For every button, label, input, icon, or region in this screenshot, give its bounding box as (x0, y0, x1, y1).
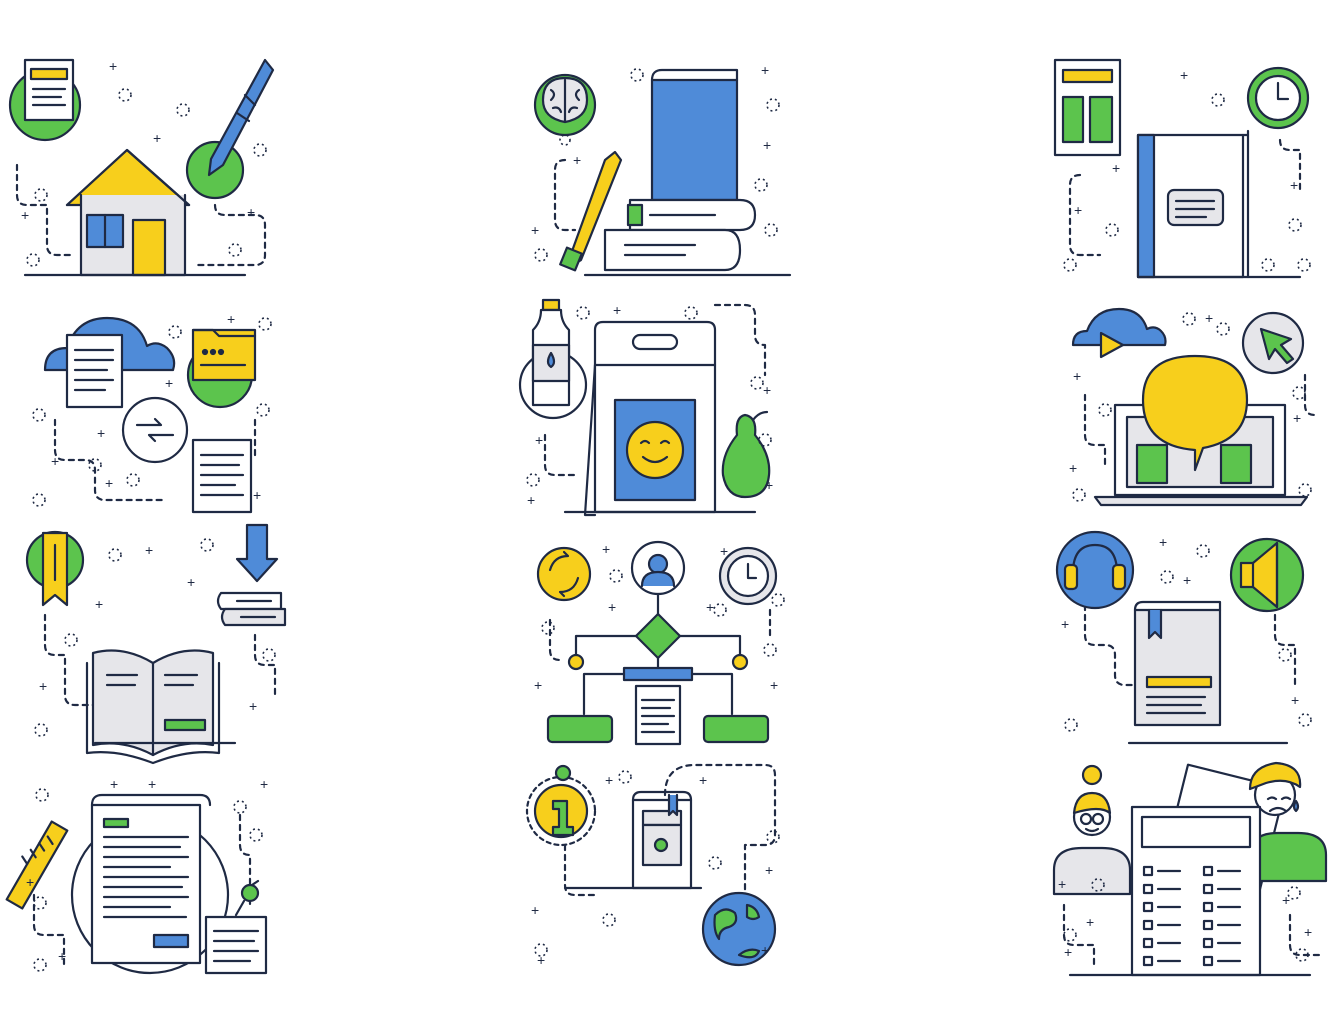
svg-text:+: + (109, 58, 117, 74)
svg-text:+: + (249, 698, 257, 714)
svg-text:+: + (1180, 67, 1188, 83)
svg-text:+: + (1064, 944, 1072, 960)
svg-text:+: + (260, 776, 268, 792)
svg-text:+: + (1061, 616, 1069, 632)
svg-text:+: + (531, 222, 539, 238)
svg-text:+: + (95, 596, 103, 612)
svg-text:+: + (187, 574, 195, 590)
book-study-icon: + + + + (531, 62, 795, 285)
svg-text:+: + (105, 475, 113, 491)
svg-text:+: + (165, 375, 173, 391)
svg-text:+: + (1058, 876, 1066, 892)
svg-text:+: + (97, 425, 105, 441)
svg-text:+: + (613, 302, 621, 318)
svg-text:+: + (706, 599, 714, 615)
notebook-schedule-icon: + + + + (1050, 55, 1320, 285)
flowchart-process-icon: + + + + + + (534, 540, 790, 750)
svg-text:+: + (763, 382, 771, 398)
svg-text:+: + (605, 772, 613, 788)
open-book-download-icon: + + + + + (25, 525, 295, 750)
svg-text:+: + (145, 542, 153, 558)
svg-text:+: + (602, 541, 610, 557)
svg-text:+: + (763, 137, 771, 153)
svg-text:+: + (51, 453, 59, 469)
svg-text:+: + (1290, 177, 1298, 193)
svg-text:+: + (1205, 310, 1213, 326)
online-learning-laptop-icon: + + + + (1069, 305, 1325, 520)
cloud-file-sharing-icon: + + + + + + (25, 311, 285, 520)
svg-text:+: + (1073, 368, 1081, 384)
svg-text:+: + (1086, 914, 1094, 930)
svg-text:+: + (1282, 892, 1290, 908)
audio-book-icon: + + + + (1055, 525, 1315, 750)
svg-text:+: + (253, 487, 261, 503)
svg-text:+: + (153, 130, 161, 146)
svg-text:+: + (1293, 410, 1301, 426)
svg-text:+: + (1159, 534, 1167, 550)
svg-text:+: + (761, 62, 769, 78)
exam-sheet-students-icon: + + + + + (1050, 755, 1330, 980)
svg-text:+: + (26, 874, 34, 890)
svg-text:+: + (247, 204, 255, 220)
svg-text:+: + (534, 677, 542, 693)
svg-text:+: + (58, 948, 66, 964)
info-mobile-globe-icon: + + + + + + (525, 765, 795, 968)
svg-text:+: + (1291, 692, 1299, 708)
svg-text:+: + (527, 492, 535, 508)
document-editing-icon: + + + + + (20, 776, 268, 1000)
svg-text:+: + (1183, 572, 1191, 588)
svg-text:+: + (110, 776, 118, 792)
svg-text:+: + (1112, 160, 1120, 176)
svg-text:+: + (1074, 202, 1082, 218)
svg-text:+: + (535, 432, 543, 448)
svg-text:+: + (720, 543, 728, 559)
home-writing-icon: + + + + (5, 58, 285, 285)
svg-text:+: + (227, 311, 235, 327)
svg-text:+: + (761, 942, 769, 958)
svg-text:+: + (21, 207, 29, 223)
svg-text:+: + (39, 678, 47, 694)
svg-text:+: + (148, 776, 156, 792)
svg-text:+: + (608, 599, 616, 615)
svg-text:+: + (537, 952, 545, 968)
svg-text:+: + (1069, 460, 1077, 476)
lunch-bag-icon: + + + + + (515, 295, 773, 520)
svg-text:+: + (765, 477, 773, 493)
svg-text:+: + (765, 862, 773, 878)
svg-text:+: + (770, 677, 778, 693)
svg-text:+: + (573, 152, 581, 168)
svg-text:+: + (1304, 924, 1312, 940)
svg-text:+: + (531, 902, 539, 918)
svg-text:+: + (699, 772, 707, 788)
